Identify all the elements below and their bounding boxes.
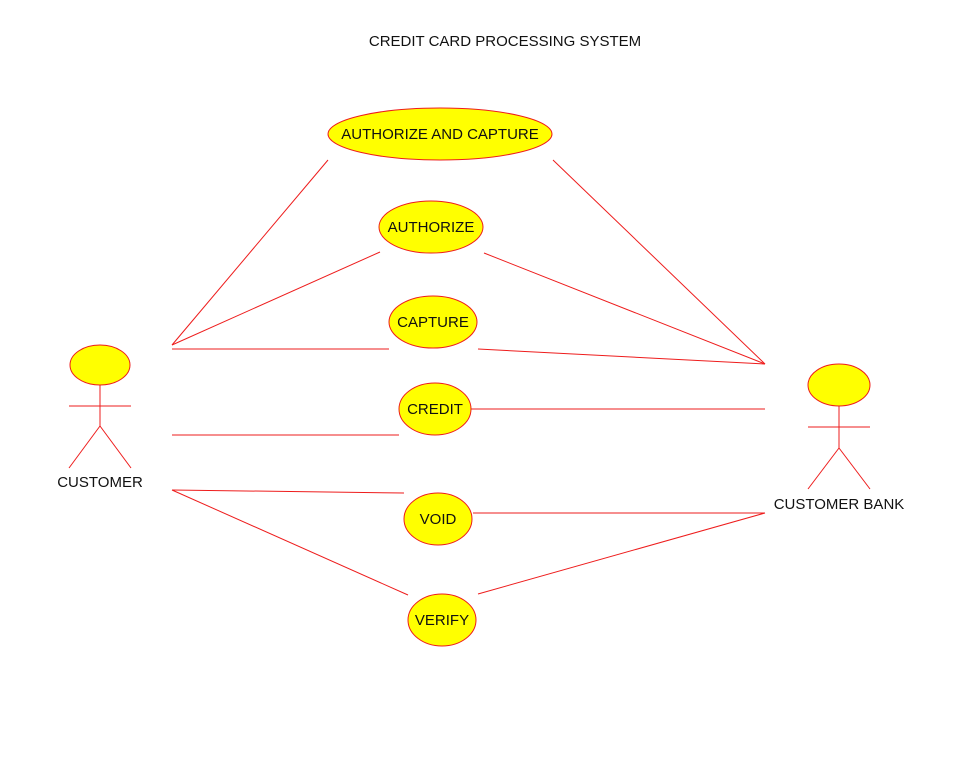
use-case-authorize[interactable]: AUTHORIZE	[378, 200, 484, 254]
diagram-title: CREDIT CARD PROCESSING SYSTEM	[369, 33, 641, 50]
use-case-void-shape	[403, 492, 473, 546]
customer-bank-actor-body	[807, 406, 871, 490]
assoc-bank-verify	[477, 512, 766, 595]
assoc-customer-authorize	[171, 251, 381, 346]
customer-actor-label: CUSTOMER	[57, 474, 143, 491]
customer-bank-actor[interactable]: CUSTOMER BANK	[774, 363, 905, 513]
use-case-void-label: VOID	[420, 511, 457, 528]
customer-actor[interactable]: CUSTOMER	[57, 344, 143, 491]
customer-bank-actor-label: CUSTOMER BANK	[774, 496, 905, 513]
use-case-capture-label: CAPTURE	[397, 314, 469, 331]
use-case-credit[interactable]: CREDIT	[398, 382, 472, 436]
use-case-verify-shape	[407, 593, 477, 647]
customer-bank-actor-head	[807, 363, 871, 407]
use-case-authorize-and-capture-label: AUTHORIZE AND CAPTURE	[341, 126, 539, 143]
assoc-bank-authorize	[483, 252, 766, 365]
use-case-capture[interactable]: CAPTURE	[388, 295, 478, 349]
associations	[171, 159, 766, 596]
use-case-authorize-and-capture-shape	[327, 107, 553, 161]
use-case-authorize-label: AUTHORIZE	[388, 219, 475, 236]
assoc-bank-capture	[477, 348, 766, 365]
customer-actor-head	[69, 344, 131, 386]
use-case-credit-shape	[398, 382, 472, 436]
use-case-void[interactable]: VOID	[403, 492, 473, 546]
use-case-verify-label: VERIFY	[415, 612, 469, 629]
use-case-authorize-and-capture[interactable]: AUTHORIZE AND CAPTURE	[327, 107, 553, 161]
assoc-customer-void	[171, 489, 405, 494]
assoc-bank-authorize-and-capture	[552, 159, 766, 365]
use-case-verify[interactable]: VERIFY	[407, 593, 477, 647]
customer-actor-body	[68, 385, 132, 469]
assoc-customer-verify	[171, 489, 409, 596]
use-case-authorize-shape	[378, 200, 484, 254]
assoc-customer-authorize-and-capture	[171, 159, 329, 346]
use-case-capture-shape	[388, 295, 478, 349]
use-case-credit-label: CREDIT	[407, 401, 463, 418]
